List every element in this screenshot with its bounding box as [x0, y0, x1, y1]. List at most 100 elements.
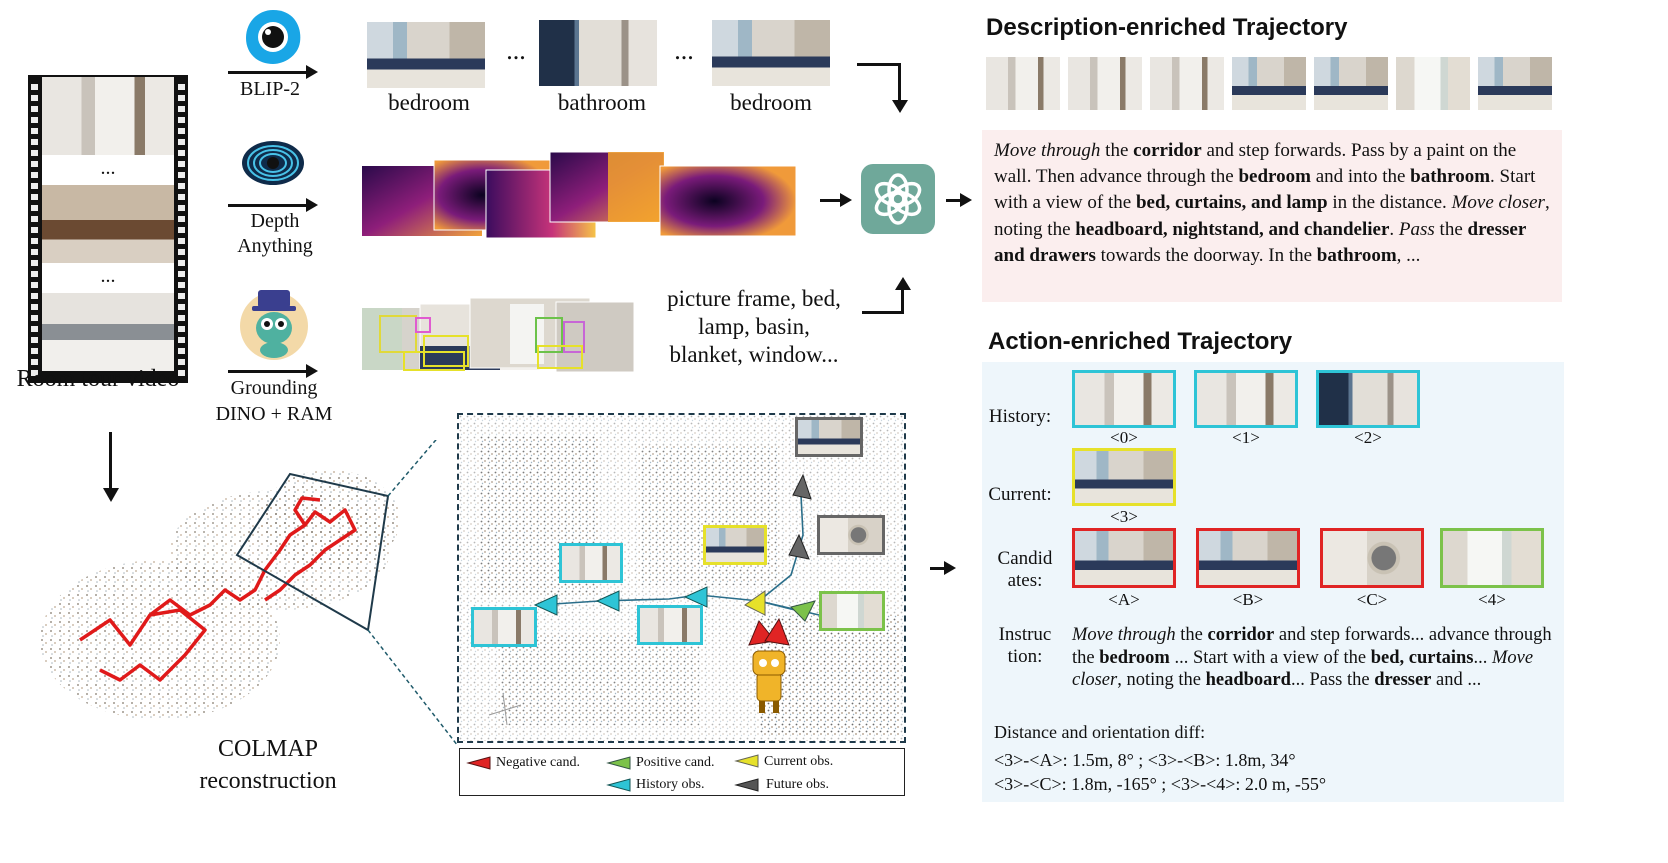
traj-frame: [1150, 57, 1224, 110]
traj-frame: [986, 57, 1060, 110]
objects-line-2: lamp, basin,: [698, 314, 810, 339]
text-run: the: [1434, 218, 1468, 240]
description-title: Description-enriched Trajectory: [986, 14, 1348, 41]
traj-frame: [1478, 57, 1552, 110]
text-run: and into the: [1310, 166, 1411, 188]
history-obs-marker-icon: [606, 778, 631, 792]
candidate-frame-C: [1320, 528, 1424, 588]
text-run: in the distance.: [1327, 192, 1452, 214]
future-obs-marker-icon: [734, 778, 759, 792]
positive-cand-thumb: [819, 591, 885, 631]
film-ellipsis: ...: [42, 155, 174, 185]
text-run: Move closer: [1451, 192, 1545, 214]
candidate-tag-B: <B>: [1232, 590, 1264, 609]
description-frames: [986, 57, 1558, 110]
history-frame-0: [1072, 370, 1176, 428]
text-run: bedroom: [1238, 166, 1311, 188]
history-tag-0: <0>: [1110, 428, 1138, 447]
text-run: bathroom: [1410, 166, 1491, 188]
text-run: the: [1175, 625, 1208, 645]
depth-arrow-head: [306, 198, 318, 212]
text-run: , noting the: [994, 192, 1550, 240]
colmap-caption-1: COLMAP: [217, 736, 319, 762]
zoom-to-action-arrow: [930, 567, 946, 570]
text-run: ... Start with a view of the: [1169, 647, 1371, 668]
description-box: Move through the corridor and step forwa…: [982, 130, 1562, 302]
text-run: the: [1100, 140, 1134, 161]
traj-frame: [1314, 57, 1388, 110]
depth-arrow: [228, 204, 308, 207]
description-text: Move through the corridor and step forwa…: [994, 138, 1558, 269]
current-frame-3: [1072, 448, 1176, 506]
history-label: History:: [988, 406, 1052, 427]
positive-cand-marker-icon: [606, 756, 631, 770]
action-title: Action-enriched Trajectory: [988, 328, 1293, 355]
colmap-caption-2: reconstruction: [199, 768, 337, 794]
candidate-tag-4: <4>: [1478, 590, 1506, 609]
dino-label-2: DINO + RAM: [215, 403, 333, 425]
text-run: Move through: [1072, 625, 1176, 645]
down-arrow-head: [103, 488, 119, 502]
legend-positive: Positive cand.: [636, 755, 715, 770]
text-run: ...: [1473, 647, 1492, 668]
future-obs-thumb: [795, 417, 863, 457]
history-obs-thumb: [637, 605, 703, 645]
elbow-arrow-bottom-head: [895, 277, 911, 290]
traj-frame: [1068, 57, 1142, 110]
gpt-to-desc-arrow-head: [960, 193, 972, 207]
text-run: bathroom: [1316, 244, 1397, 266]
current-tag: <3>: [1110, 507, 1138, 526]
text-run: dresser and drawers: [994, 218, 1526, 266]
text-run: headboard, nightstand, and chandelier: [1075, 218, 1390, 240]
text-run: Move through: [994, 140, 1101, 161]
text-run: bedroom: [1099, 647, 1170, 668]
text-run: corridor: [1207, 625, 1275, 645]
zoom-legend: Negative cand. Positive cand. Current ob…: [459, 748, 905, 796]
text-run: towards the doorway. In the: [1095, 244, 1317, 266]
distance-title: Distance and orientation diff:: [994, 722, 1206, 742]
caption-bedroom-1: bedroom: [388, 90, 470, 115]
film-holes-right: [178, 79, 185, 379]
caption-bedroom-2: bedroom: [730, 90, 812, 115]
text-run: . Start with a view of the: [994, 166, 1536, 214]
caption-ellipsis: ...: [674, 36, 694, 65]
caption-ellipsis: ...: [506, 36, 526, 65]
zoomed-trajectory-view: [457, 413, 906, 743]
action-box: History: <0> <1> <2> Current: <3> Candid…: [982, 362, 1564, 802]
distance-line-1: <3>-<A>: 1.5m, 8° ; <3>-<B>: 1.8m, 34°: [994, 750, 1296, 770]
caption-bathroom: bathroom: [557, 90, 647, 115]
dino-arrow: [228, 370, 308, 373]
text-run: and step forwards... advance through the: [1072, 625, 1552, 668]
text-run: corridor: [1133, 140, 1202, 161]
candidate-frame-4: [1440, 528, 1544, 588]
text-run: dresser: [1374, 670, 1432, 690]
legend-current: Current obs.: [764, 754, 834, 769]
traj-frame: [1396, 57, 1470, 110]
blip-frame-bedroom: [367, 22, 485, 88]
current-label: Current:: [988, 484, 1052, 505]
candidate-tag-A: <A>: [1108, 590, 1140, 609]
text-run: ... Pass the: [1290, 670, 1375, 690]
zoom-to-action-arrow-head: [944, 561, 956, 575]
blip-eye-icon: [246, 10, 301, 64]
elbow-arrow-top-h: [857, 63, 901, 66]
text-run: bed, curtains: [1370, 647, 1474, 668]
film-frame-hallway: [42, 77, 174, 155]
candidates-label-2: ates:: [1007, 570, 1043, 591]
depth-maps-stack: [362, 151, 797, 239]
candidate-frame-A: [1072, 528, 1176, 588]
blip-frame-bathroom: [539, 20, 657, 86]
colmap-reconstruction: [40, 440, 459, 747]
history-tag-1: <1>: [1232, 428, 1260, 447]
depth-to-gpt-arrow: [820, 199, 842, 202]
history-frame-2: [1316, 370, 1420, 428]
text-run: bed, curtains, and lamp: [1135, 192, 1328, 214]
text-run: headboard: [1205, 670, 1291, 690]
elbow-arrow-bottom-h: [862, 311, 904, 314]
traj-frame: [1232, 57, 1306, 110]
objects-line-3: blanket, window...: [669, 342, 839, 367]
history-obs-thumb: [471, 607, 537, 647]
distance-line-2: <3>-<C>: 1.8m, -165° ; <3>-<4>: 2.0 m, -…: [994, 774, 1327, 794]
candidates-label-1: Candid: [997, 548, 1053, 569]
blip-label: BLIP-2: [240, 78, 300, 100]
